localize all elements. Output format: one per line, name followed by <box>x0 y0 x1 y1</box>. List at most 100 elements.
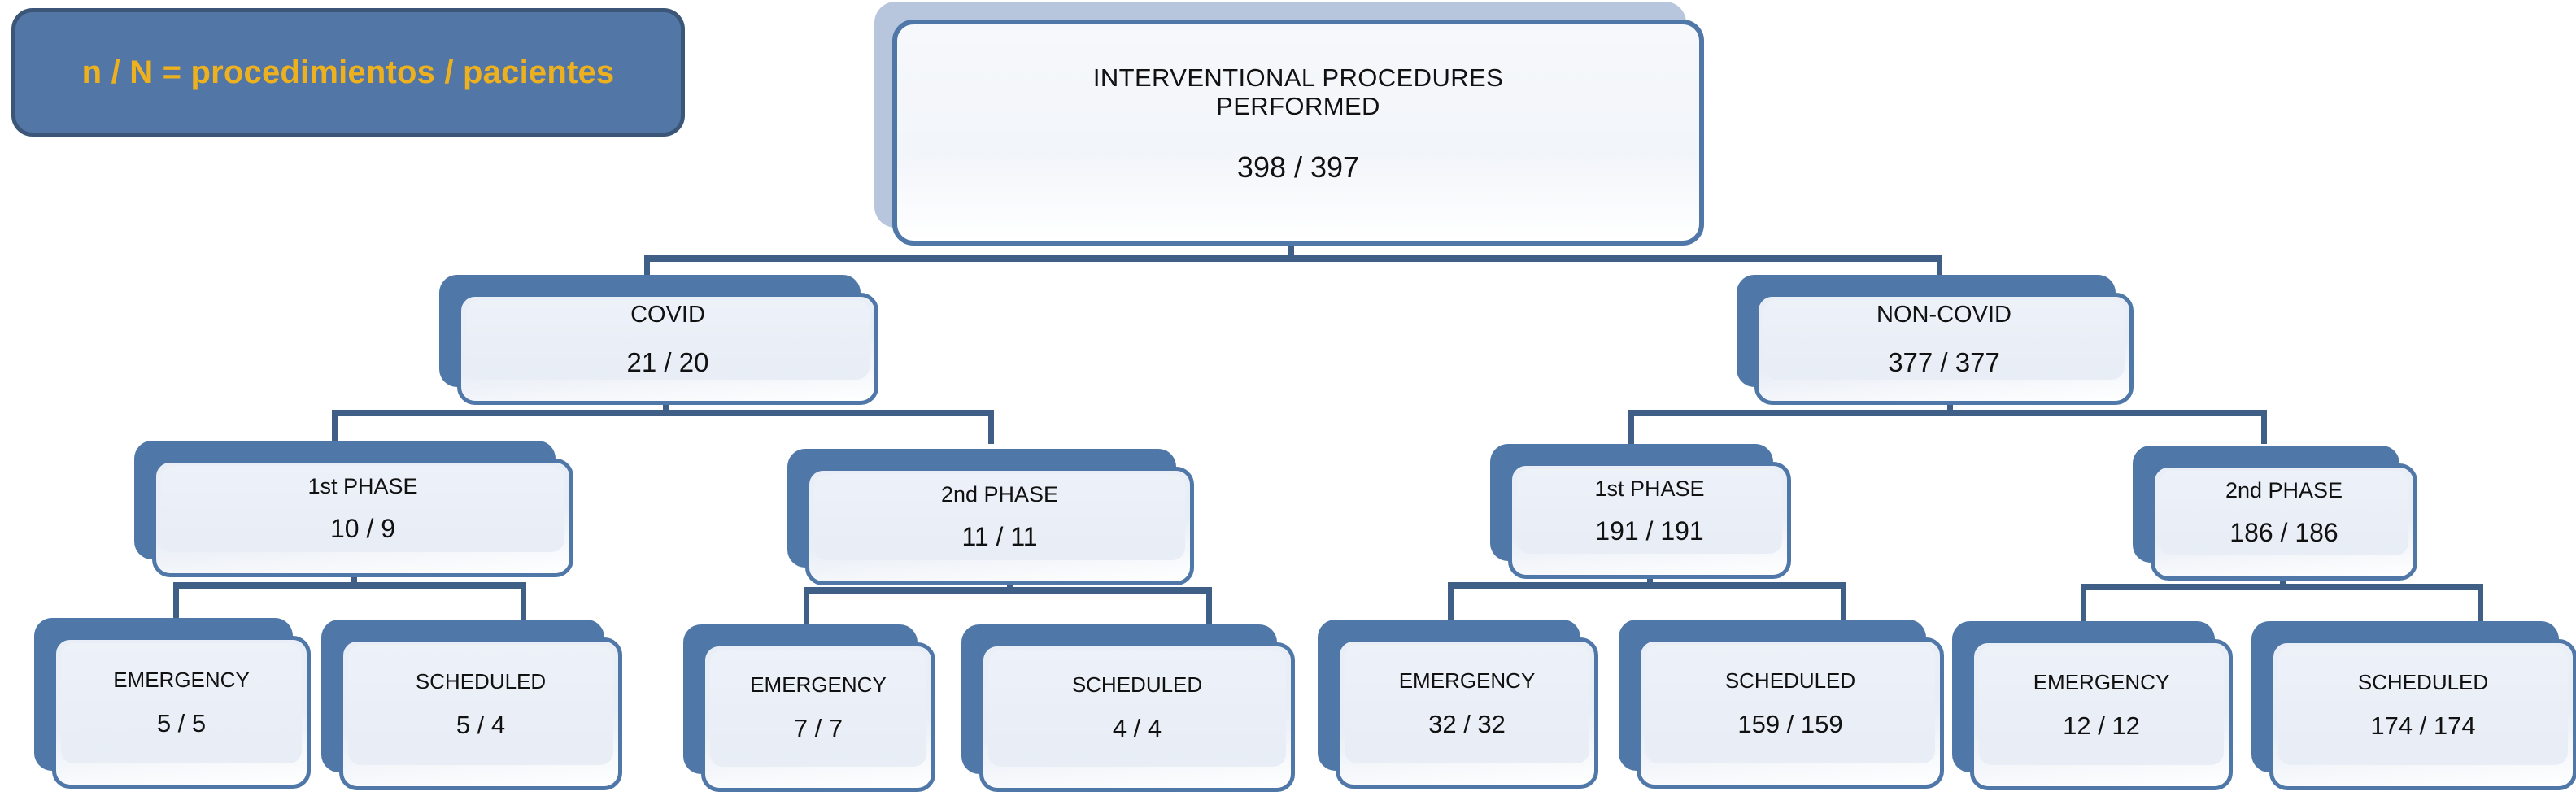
node-face: EMERGENCY 5 / 5 <box>52 636 311 789</box>
node-title: SCHEDULED <box>1071 672 1203 698</box>
node-value: 377 / 377 <box>1888 346 2000 377</box>
legend-box: n / N = procedimientos / pacientes <box>11 8 685 137</box>
node-inner: EMERGENCY 32 / 32 <box>1345 645 1589 763</box>
node-covid-phase-1[interactable]: 1st PHASE 10 / 9 <box>134 441 573 577</box>
node-title: 1st PHASE <box>1594 476 1705 502</box>
node-face: 1st PHASE 191 / 191 <box>1508 462 1791 579</box>
node-title: SCHEDULED <box>2357 670 2489 695</box>
node-inner: SCHEDULED 159 / 159 <box>1645 645 1935 763</box>
node-noncovid-phase-2-emergency[interactable]: EMERGENCY 12 / 12 <box>1952 621 2233 790</box>
node-noncovid-phase-1-emergency[interactable]: EMERGENCY 32 / 32 <box>1318 620 1598 789</box>
node-inner: SCHEDULED 174 / 174 <box>2278 646 2568 765</box>
connector-to-covid <box>644 255 650 285</box>
node-noncovid-phase-1[interactable]: 1st PHASE 191 / 191 <box>1490 444 1791 579</box>
connector-to-covid-p2 <box>988 410 994 444</box>
node-face: 2nd PHASE 11 / 11 <box>805 467 1194 585</box>
node-value: 21 / 20 <box>626 346 709 377</box>
node-face: 2nd PHASE 186 / 186 <box>2151 463 2417 581</box>
connector-to-covid-p1-emg <box>173 582 179 620</box>
node-face: SCHEDULED 4 / 4 <box>979 642 1295 792</box>
node-value: 191 / 191 <box>1595 516 1704 546</box>
connector-to-covid-p2-emg <box>804 587 809 624</box>
node-face: EMERGENCY 12 / 12 <box>1970 639 2233 790</box>
connector-to-noncovid-p2-emg <box>2081 584 2086 621</box>
connector-root-bar <box>644 255 1942 262</box>
connector-covid-bar <box>332 410 994 416</box>
node-inner: INTERVENTIONAL PROCEDURES PERFORMED 398 … <box>902 28 1694 220</box>
node-title: EMERGENCY <box>2033 670 2170 695</box>
connector-to-covid-p1 <box>332 410 338 444</box>
node-value: 32 / 32 <box>1428 710 1506 739</box>
connector-to-noncovid-p1 <box>1628 410 1634 444</box>
connector-to-noncovid-p2 <box>2261 410 2267 444</box>
connector-to-noncovid-p2-sch <box>2478 584 2483 621</box>
node-value: 186 / 186 <box>2229 518 2338 548</box>
node-covid-phase-2-scheduled[interactable]: SCHEDULED 4 / 4 <box>961 624 1295 792</box>
node-inner: SCHEDULED 5 / 4 <box>348 645 613 765</box>
node-title: SCHEDULED <box>1724 668 1856 694</box>
node-title: SCHEDULED <box>415 669 547 694</box>
node-value: 5 / 5 <box>156 709 207 738</box>
node-title: 1st PHASE <box>307 474 418 499</box>
node-value: 7 / 7 <box>793 714 843 743</box>
node-face: SCHEDULED 5 / 4 <box>339 637 622 790</box>
node-title: EMERGENCY <box>1398 668 1536 694</box>
legend-text: n / N = procedimientos / pacientes <box>81 54 615 90</box>
node-inner: 2nd PHASE 11 / 11 <box>814 474 1185 560</box>
node-face: EMERGENCY 7 / 7 <box>701 642 935 792</box>
node-noncovid-phase-1-scheduled[interactable]: SCHEDULED 159 / 159 <box>1619 620 1944 789</box>
node-covid-phase-2[interactable]: 2nd PHASE 11 / 11 <box>787 449 1194 585</box>
connector-noncovid-bar <box>1628 410 2267 416</box>
node-noncovid[interactable]: NON-COVID 377 / 377 <box>1737 275 2134 405</box>
node-noncovid-phase-2[interactable]: 2nd PHASE 186 / 186 <box>2133 446 2417 581</box>
node-value: 11 / 11 <box>961 522 1038 552</box>
node-title: INTERVENTIONAL PROCEDURES PERFORMED <box>1092 63 1504 121</box>
connector-to-noncovid-p1-sch <box>1841 582 1846 620</box>
node-face: NON-COVID 377 / 377 <box>1754 293 2134 405</box>
node-title: 2nd PHASE <box>940 482 1059 507</box>
node-face: SCHEDULED 174 / 174 <box>2269 639 2576 790</box>
node-covid[interactable]: COVID 21 / 20 <box>439 275 878 405</box>
node-title: 2nd PHASE <box>2225 478 2343 503</box>
node-face: INTERVENTIONAL PROCEDURES PERFORMED 398 … <box>892 20 1704 246</box>
connector-covid-p1-stem <box>351 569 357 587</box>
node-inner: 2nd PHASE 186 / 186 <box>2160 471 2408 555</box>
node-value: 174 / 174 <box>2370 711 2476 741</box>
node-inner: 1st PHASE 191 / 191 <box>1517 469 1782 554</box>
node-covid-phase-1-scheduled[interactable]: SCHEDULED 5 / 4 <box>321 620 622 790</box>
node-value: 398 / 397 <box>1236 150 1360 184</box>
node-title: EMERGENCY <box>750 672 887 698</box>
connector-root-stem <box>1288 239 1294 260</box>
node-inner: EMERGENCY 7 / 7 <box>710 650 926 767</box>
connector-noncovid-p1-bar <box>1448 582 1846 589</box>
node-value: 10 / 9 <box>329 514 396 544</box>
node-value: 12 / 12 <box>2063 711 2140 741</box>
connector-to-noncovid <box>1937 255 1942 285</box>
node-title: COVID <box>630 302 705 328</box>
connector-noncovid-p2-bar <box>2081 584 2483 590</box>
connector-to-noncovid-p1-emg <box>1448 582 1454 620</box>
node-face: 1st PHASE 10 / 9 <box>152 459 573 577</box>
node-root[interactable]: INTERVENTIONAL PROCEDURES PERFORMED 398 … <box>874 2 1704 246</box>
node-value: 159 / 159 <box>1737 710 1843 739</box>
connector-covid-p1-bar <box>173 582 526 589</box>
node-inner: EMERGENCY 5 / 5 <box>61 643 302 763</box>
node-face: SCHEDULED 159 / 159 <box>1637 637 1944 789</box>
node-inner: EMERGENCY 12 / 12 <box>1979 646 2224 765</box>
node-title: EMERGENCY <box>113 668 250 693</box>
node-face: COVID 21 / 20 <box>457 293 878 405</box>
connector-to-covid-p1-sch <box>521 582 526 620</box>
connector-covid-p2-bar <box>804 587 1212 594</box>
node-inner: NON-COVID 377 / 377 <box>1763 300 2125 380</box>
node-value: 4 / 4 <box>1112 714 1162 743</box>
node-inner: COVID 21 / 20 <box>466 300 870 380</box>
node-value: 5 / 4 <box>455 711 506 740</box>
node-noncovid-phase-2-scheduled[interactable]: SCHEDULED 174 / 174 <box>2251 621 2576 790</box>
node-inner: SCHEDULED 4 / 4 <box>988 650 1286 767</box>
connector-to-covid-p2-sch <box>1206 587 1212 624</box>
node-inner: 1st PHASE 10 / 9 <box>161 466 564 552</box>
node-title: NON-COVID <box>1876 302 2012 328</box>
node-covid-phase-1-emergency[interactable]: EMERGENCY 5 / 5 <box>34 618 311 789</box>
node-covid-phase-2-emergency[interactable]: EMERGENCY 7 / 7 <box>683 624 935 792</box>
